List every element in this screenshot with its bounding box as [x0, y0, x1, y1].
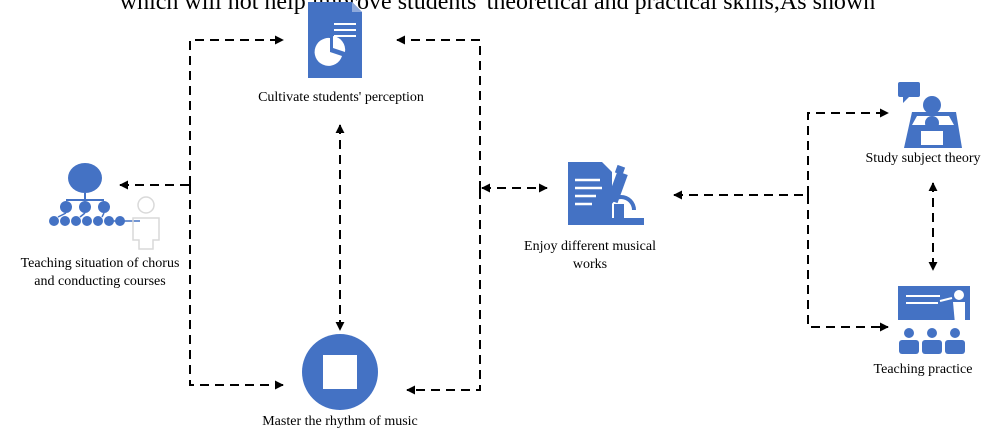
musical-works-label-line1: Enjoy different musical [524, 239, 656, 254]
stop-circle-icon [302, 334, 378, 410]
document-microscope-icon [568, 162, 644, 225]
musical-works-label-line2: works [572, 257, 608, 272]
connector-to-rhythm [189, 185, 284, 390]
chorus-label-line1: Teaching situation of chorus [20, 256, 180, 271]
connector-to-perception [189, 35, 284, 185]
rhythm-label: Master the rhythm of music [262, 414, 418, 429]
classroom-teacher-icon [898, 286, 970, 354]
perception-label: Cultivate students' perception [258, 90, 424, 105]
chorus-label-line2: and conducting courses [34, 274, 166, 289]
student-study-icon [898, 82, 962, 148]
connector-to-practice [807, 195, 889, 332]
document-pie-chart-icon [308, 2, 362, 78]
theory-label: Study subject theory [865, 151, 981, 166]
connector-from-right-bottom [406, 190, 481, 395]
connector-to-theory [807, 108, 889, 195]
organization-hierarchy-icon [49, 163, 160, 250]
practice-label: Teaching practice [873, 362, 973, 377]
connector-from-right-top [396, 35, 481, 190]
